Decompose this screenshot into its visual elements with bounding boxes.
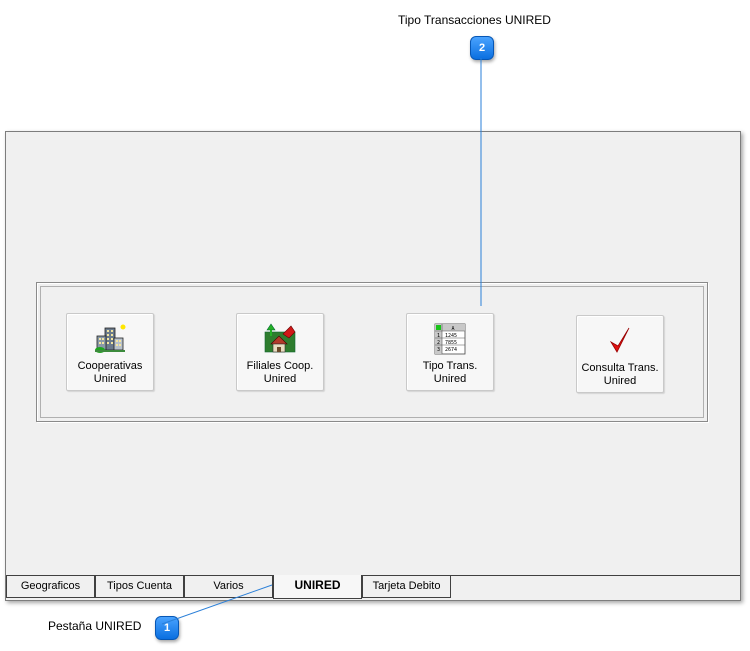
callout-2-badge: 2 xyxy=(470,36,494,60)
tile-label: Consulta Trans. Unired xyxy=(581,362,659,387)
svg-text:3: 3 xyxy=(437,347,440,353)
filiales-coop-unired-button[interactable]: Filiales Coop. Unired xyxy=(236,313,324,391)
consulta-trans-unired-button[interactable]: Consulta Trans. Unired xyxy=(576,315,664,393)
tab-varios[interactable]: Varios xyxy=(184,576,273,598)
buildings-icon xyxy=(95,324,126,353)
callout-1-label: Pestaña UNIRED xyxy=(48,619,142,633)
svg-text:2674: 2674 xyxy=(445,347,457,353)
house-arrows-icon xyxy=(264,323,296,353)
app-window: Cooperativas Unired Filiales Coop. Unire… xyxy=(5,131,741,601)
callout-1-badge: 1 xyxy=(155,616,179,640)
tab-unired[interactable]: UNIRED xyxy=(273,575,362,599)
svg-text:1245: 1245 xyxy=(445,333,457,339)
svg-text:A: A xyxy=(451,326,454,332)
options-group: Cooperativas Unired Filiales Coop. Unire… xyxy=(36,282,708,422)
spreadsheet-icon: A 1 2 3 1245 7855 2674 xyxy=(434,323,466,355)
svg-text:2: 2 xyxy=(437,340,440,346)
tab-strip: Geograficos Tipos Cuenta Varios UNIRED T… xyxy=(6,575,740,600)
tab-geograficos[interactable]: Geograficos xyxy=(6,576,95,598)
tile-label: Cooperativas Unired xyxy=(77,360,143,385)
svg-text:1: 1 xyxy=(437,333,440,339)
tab-tipos-cuenta[interactable]: Tipos Cuenta xyxy=(95,576,184,598)
tipo-trans-unired-button[interactable]: A 1 2 3 1245 7855 2674 Tipo Trans. Unire… xyxy=(406,313,494,391)
svg-text:7855: 7855 xyxy=(445,340,457,346)
tile-label: Filiales Coop. Unired xyxy=(246,360,314,385)
tile-label: Tipo Trans. Unired xyxy=(422,360,478,385)
callout-2-label: Tipo Transacciones UNIRED xyxy=(398,13,551,27)
tab-tarjeta-debito[interactable]: Tarjeta Debito xyxy=(362,576,451,598)
tab-panel-unired: Cooperativas Unired Filiales Coop. Unire… xyxy=(6,132,740,576)
cooperativas-unired-button[interactable]: Cooperativas Unired xyxy=(66,313,154,391)
red-checkmark-icon xyxy=(609,327,630,353)
